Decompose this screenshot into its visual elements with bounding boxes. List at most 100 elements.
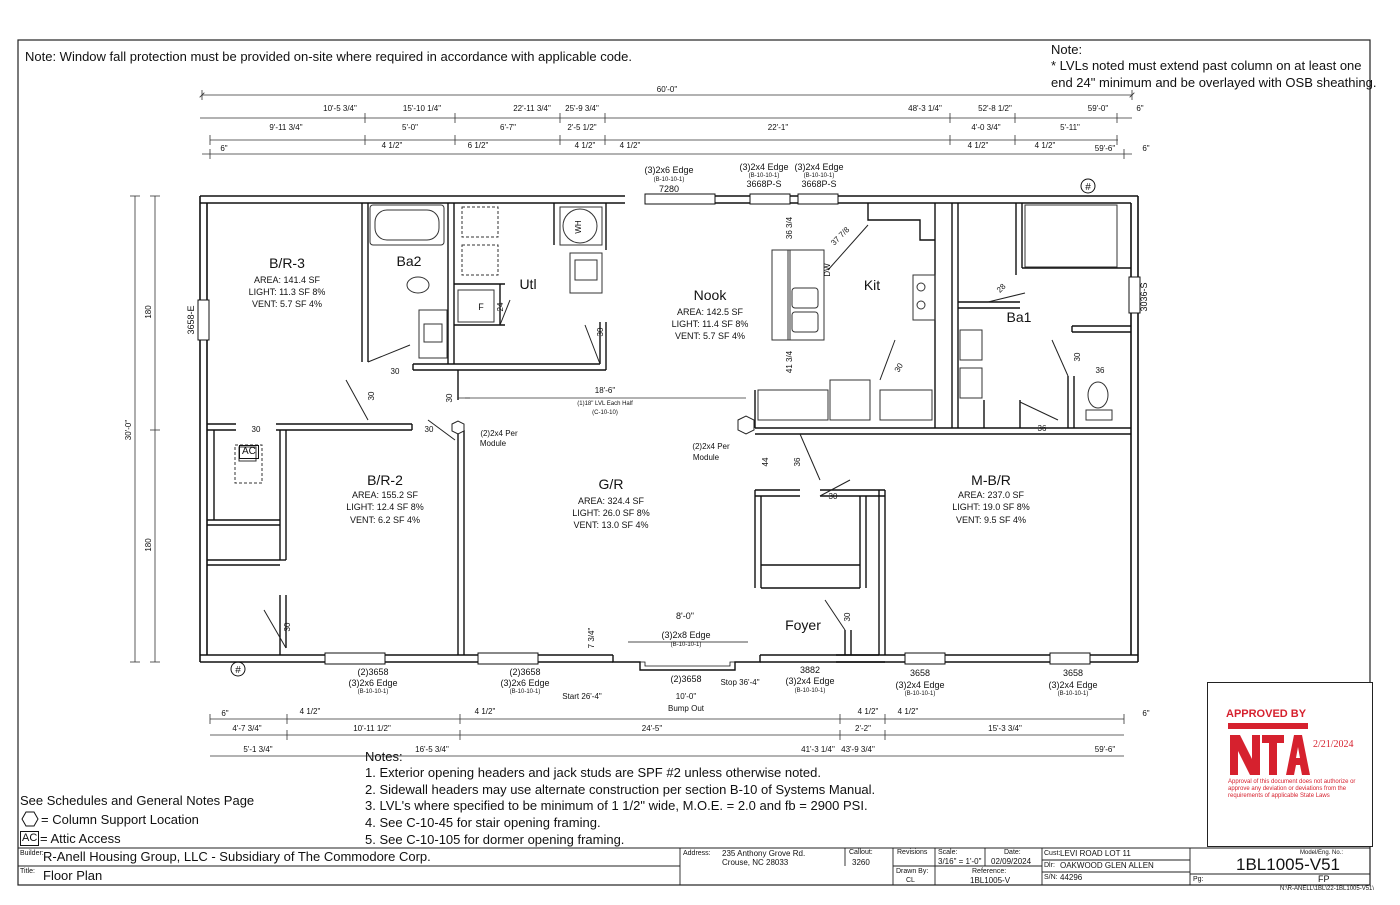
dim-bot-r3-4: 43'-9 3/4" [841, 745, 875, 754]
kit-dim-4: 44 [761, 457, 770, 466]
hexagon-icon [21, 811, 39, 827]
dim-bot-r2-4: 2'-2" [855, 724, 871, 733]
date-label: Date: [1004, 849, 1021, 856]
customer-value: LEVI ROAD LOT 11 [1060, 849, 1131, 858]
dim-bot-r1-6: 6" [1142, 709, 1149, 718]
reference-label: Reference: [972, 868, 1007, 875]
dim-top-r2-3: 6'-7" [500, 123, 516, 132]
room-nook-area: AREA: 142.5 SF [677, 307, 744, 317]
top-header-1-a: (3)2x6 Edge [644, 165, 693, 175]
dim-top-r3-1: 6" [220, 144, 227, 153]
door-dim-6: 30 [283, 622, 292, 631]
room-gr-light: LIGHT: 26.0 SF 8% [572, 508, 650, 518]
dim-bot-r1-4: 4 1/2" [858, 707, 879, 716]
dim-top-r3-7: 4 1/2" [1035, 141, 1056, 150]
room-br3-area: AREA: 141.4 SF [254, 275, 321, 285]
drawing-title: Floor Plan [43, 868, 103, 883]
dim-top-r3-3: 6 1/2" [468, 141, 489, 150]
legend-schedules: See Schedules and General Notes Page [20, 793, 255, 808]
top-header-3-c: 3668P-S [801, 179, 836, 189]
dim-side-upper: 180 [144, 305, 153, 319]
room-nook-name: Nook [694, 287, 728, 303]
model-number: 1BL1005-V51 [1236, 855, 1340, 874]
customer-label: Cust: [1044, 850, 1061, 857]
drawn-label: Drawn By: [896, 868, 929, 875]
dim-bot-r3-5: 59'-6" [1095, 745, 1116, 754]
file-path: N:\R-ANELL\1BL\22-1BL1005-V51\ [1280, 886, 1375, 892]
dim-bot-r2-2: 10'-11 1/2" [353, 724, 391, 733]
window-left-label: 3658-E [186, 305, 196, 334]
bay-header: (3)2x8 Edge [661, 630, 710, 640]
per-module-left-a: (2)2x4 Per [480, 429, 518, 438]
drawn-value: CL [906, 877, 915, 884]
lvl-note-line2: end 24" minimum and be overlayed with OS… [1051, 75, 1377, 90]
stamp-fine-print: Approval of this document does not autho… [1228, 779, 1356, 799]
dealer-label: Dlr: [1044, 862, 1055, 869]
column-supports [451, 415, 755, 435]
top-header-1-c: 7280 [659, 184, 679, 194]
attic-access-box: AC [239, 445, 259, 459]
title-label: Title: [20, 868, 35, 875]
builder-label: Builder: [20, 850, 44, 857]
room-gr-area: AREA: 324.4 SF [578, 496, 645, 506]
address-line2: Crouse, NC 28033 [722, 858, 789, 867]
bay-side-dim: 7 3/4" [587, 628, 596, 649]
dim-top-r2-2: 5'-0" [402, 123, 418, 132]
room-br2-area: AREA: 155.2 SF [352, 490, 419, 500]
dim-bot-r3-1: 5'-1 3/4" [243, 745, 272, 754]
room-utl-name: Utl [519, 276, 536, 292]
dw-label: DW [823, 263, 832, 277]
kit-dim-3: 41 3/4 [785, 350, 794, 373]
room-nook-vent: VENT: 5.7 SF 4% [675, 331, 745, 341]
room-ba2-name: Ba2 [397, 253, 422, 269]
dimension-lines [134, 95, 1132, 757]
top-header-3-b: (B-10-10-1) [804, 173, 835, 179]
note-item-3: 3. LVL's where specified to be minimum o… [365, 798, 868, 813]
dim-top-r1-7: 59'-0" [1088, 104, 1109, 113]
dealer-value: OAKWOOD GLEN ALLEN [1060, 861, 1154, 870]
lvl-note-title: Note: [1051, 42, 1083, 57]
callout-label: Callout: [849, 849, 873, 856]
bot-header-1-a: (2)3658 [357, 667, 388, 677]
bot-header-3-c: (B-10-10-1) [795, 688, 826, 694]
room-mbr-vent: VENT: 9.5 SF 4% [956, 515, 1026, 525]
approval-stamp: APPROVED BY 2/21/2024 Approval of this d… [1207, 682, 1373, 847]
room-gr-name: G/R [599, 476, 624, 492]
lvl-note-line1: * LVLs noted must extend past column on … [1051, 58, 1362, 73]
bot-header-3-a: 3882 [800, 665, 820, 675]
dim-bot-r1-5: 4 1/2" [898, 707, 919, 716]
bay-bump-out [612, 641, 761, 671]
note-item-1: 1. Exterior opening headers and jack stu… [365, 765, 821, 780]
bay-note: Bump Out [668, 704, 705, 713]
dim-top-r2-1: 9'-11 3/4" [269, 123, 302, 132]
bot-header-2-a: (2)3658 [509, 667, 540, 677]
dim-side-lower: 180 [144, 538, 153, 552]
dim-top-r1-3: 22'-11 3/4" [513, 104, 551, 113]
dim-top-r3-2: 4 1/2" [382, 141, 403, 150]
dim-top-r1-4: 25'-9 3/4" [565, 104, 599, 113]
hash-mark-bottom: # [235, 665, 241, 676]
dimension-ticks [130, 90, 1133, 740]
revisions-label: Revisions [897, 849, 928, 856]
date-value: 02/09/2024 [991, 857, 1032, 866]
bay-start: Start 26'-4" [562, 692, 602, 701]
room-br2-name: B/R-2 [367, 472, 403, 488]
note-item-2: 2. Sidewall headers may use alternate co… [365, 782, 876, 797]
dim-top-r1-2: 15'-10 1/4" [403, 104, 441, 113]
dim-bot-r2-1: 4'-7 3/4" [232, 724, 261, 733]
bot-header-4-a: 3658 [910, 668, 930, 678]
address-line1: 235 Anthony Grove Rd. [722, 849, 806, 858]
dim-top-r1-6: 52'-8 1/2" [978, 104, 1012, 113]
room-foyer-name: Foyer [785, 617, 821, 633]
room-br2-light: LIGHT: 12.4 SF 8% [346, 502, 424, 512]
dim-bot-r1-2: 4 1/2" [300, 707, 321, 716]
room-mbr-area: AREA: 237.0 SF [958, 490, 1025, 500]
bay-width: 10'-0" [676, 692, 697, 701]
window-fall-note: Note: Window fall protection must be pro… [25, 49, 632, 64]
dim-top-r2-4: 2'-5 1/2" [567, 123, 596, 132]
interior-walls [207, 203, 1131, 663]
door-dim-3: 30 [425, 425, 434, 434]
dim-side-overall: 30'-0" [124, 420, 133, 441]
